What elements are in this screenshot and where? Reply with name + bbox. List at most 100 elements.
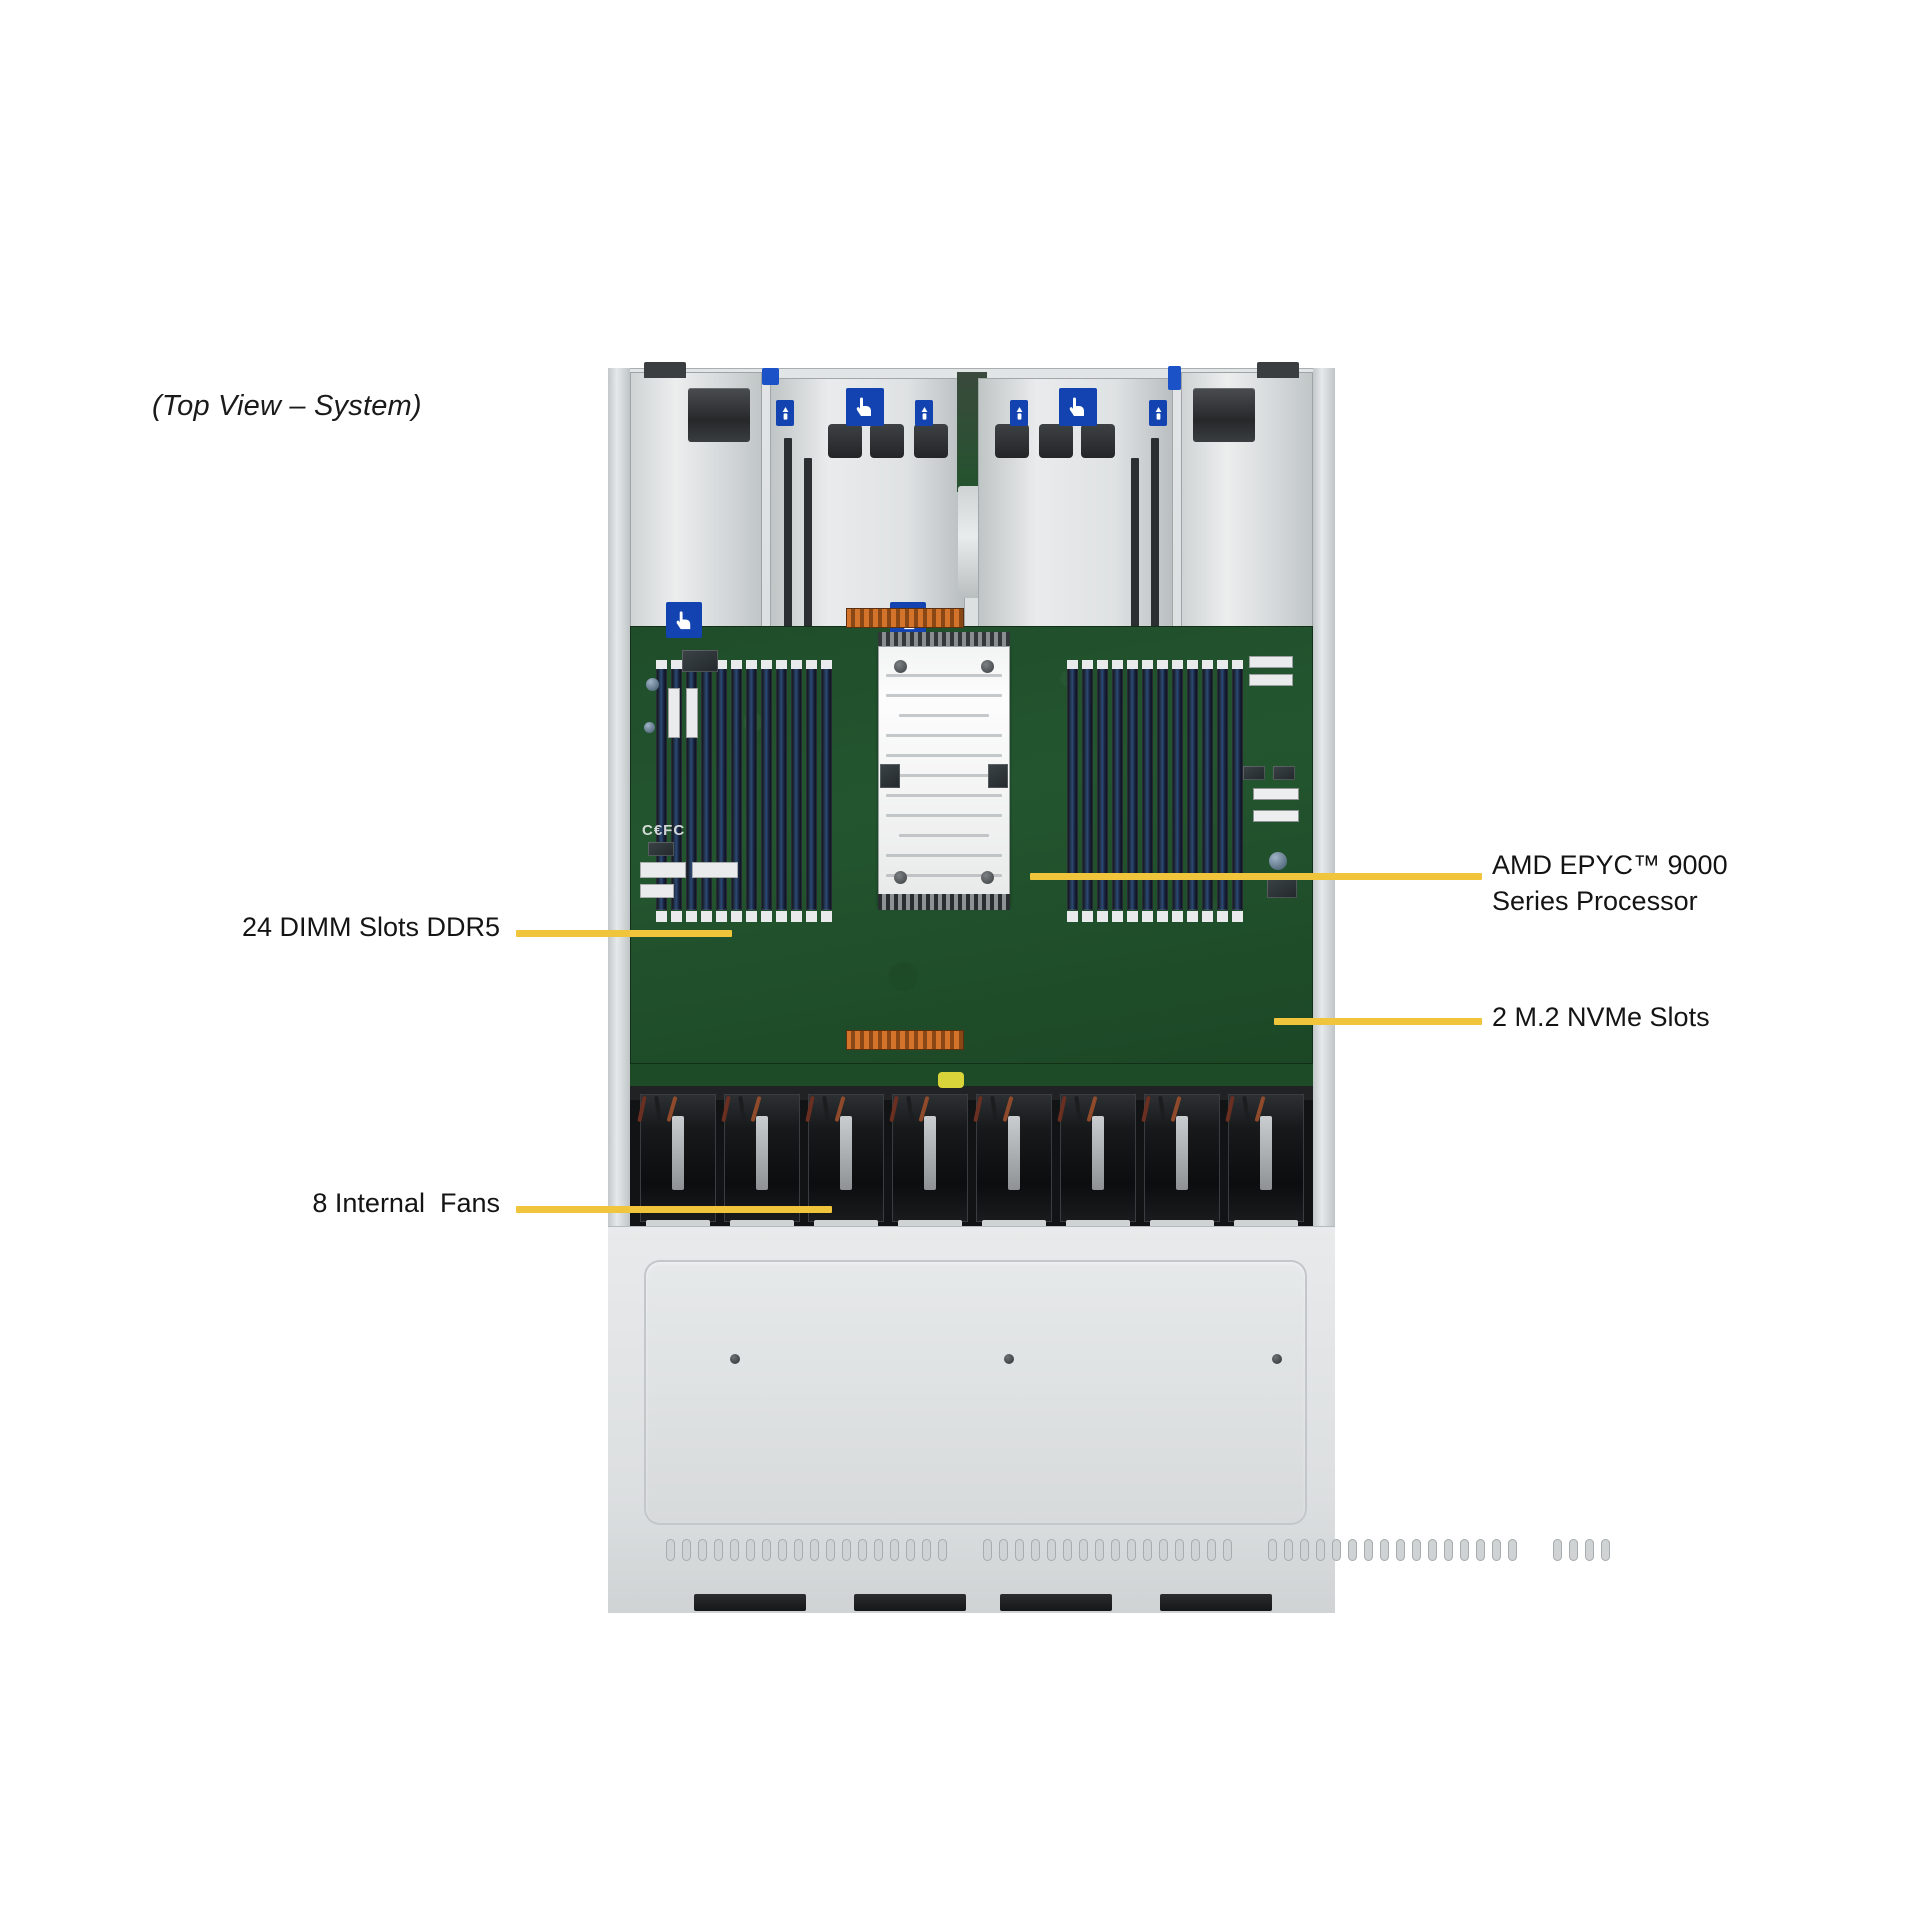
motherboard: C€FC (630, 602, 1313, 1064)
dimm-slot (731, 660, 742, 922)
vent-slot (1585, 1539, 1594, 1561)
hand-touch-icon (921, 406, 927, 420)
blue-touchpoint-tab[interactable] (915, 400, 933, 426)
dimm-slot (1097, 660, 1108, 922)
vent-slot (1316, 1539, 1325, 1561)
cpu-heatsink (878, 632, 1010, 910)
dimm-slot (791, 660, 802, 922)
dimm-slot (656, 660, 667, 922)
vent-slot (810, 1539, 819, 1561)
hand-touch-icon (1016, 406, 1022, 420)
internal-fan (805, 1094, 884, 1232)
fan-cable-harness (1141, 1094, 1220, 1124)
dimm-slot (1172, 660, 1183, 922)
dimm-slot (746, 660, 757, 922)
heatsink-clip (880, 764, 900, 788)
vent-slot (666, 1539, 675, 1561)
vent-slot (1284, 1539, 1293, 1561)
dimm-slot (1187, 660, 1198, 922)
vent-slot (906, 1539, 915, 1561)
dimm-slot (1127, 660, 1138, 922)
callout-cpu-line1: AMD EPYC™ 9000 (1492, 850, 1728, 880)
vent-slot (1127, 1539, 1136, 1561)
rear-io-zone (630, 362, 1313, 668)
vent-slot (1428, 1539, 1437, 1561)
vent-slot (698, 1539, 707, 1561)
board-header (686, 688, 698, 738)
board-chip (1243, 766, 1265, 780)
drive-bay-handle[interactable] (694, 1594, 806, 1611)
vent-slot (1460, 1539, 1469, 1561)
vent-slot (983, 1539, 992, 1561)
callout-label-dimm: 24 DIMM Slots DDR5 (241, 912, 500, 942)
board-chip (682, 650, 718, 672)
fan-cable-harness (721, 1094, 800, 1124)
fan-cable-harness (1057, 1094, 1136, 1124)
board-header (1249, 674, 1293, 686)
hand-touch-icon (1155, 406, 1161, 420)
heatsink-fin-edge (878, 632, 1010, 646)
vent-slot (1063, 1539, 1072, 1561)
internal-fan (1141, 1094, 1220, 1232)
heatsink-screw (894, 871, 907, 884)
m2-nvme-slot-1 (1253, 788, 1299, 800)
board-header (668, 688, 680, 738)
blue-touchpoint-tab[interactable] (776, 400, 794, 426)
vent-slot (1223, 1539, 1232, 1561)
blue-touchpoint-tab[interactable] (846, 388, 884, 426)
vent-slot (1396, 1539, 1405, 1561)
io-port (914, 424, 948, 458)
board-capacitor (1269, 852, 1287, 870)
vent-slot (794, 1539, 803, 1561)
drive-bay-handle[interactable] (1000, 1594, 1112, 1611)
blue-indicator-chip (762, 368, 779, 385)
vent-slot (858, 1539, 867, 1561)
drive-bay-handle[interactable] (1160, 1594, 1272, 1611)
vent-slot (778, 1539, 787, 1561)
vent-slot (682, 1539, 691, 1561)
page-title: (Top View – System) (152, 390, 422, 422)
board-header (1249, 656, 1293, 668)
dimm-slot (761, 660, 772, 922)
drive-bay-handle[interactable] (854, 1594, 966, 1611)
dimm-slot (1112, 660, 1123, 922)
blue-touchpoint-tab[interactable] (1059, 388, 1097, 426)
blue-touchpoint-tab[interactable] (1010, 400, 1028, 426)
dimm-slot (1082, 660, 1093, 922)
vent-slot (1412, 1539, 1421, 1561)
dimm-slot (1232, 660, 1243, 922)
dimm-slot (1067, 660, 1078, 922)
heatsink-clip (988, 764, 1008, 788)
pcie-riser-cage-2 (978, 366, 1181, 666)
vent-slot (999, 1539, 1008, 1561)
internal-fan (889, 1094, 968, 1232)
fan-cable-harness (805, 1094, 884, 1124)
blue-touchpoint-tab[interactable] (666, 602, 702, 638)
vent-slot (1569, 1539, 1578, 1561)
psu-tab (1257, 362, 1299, 378)
leader-line-cpu (1030, 873, 1482, 880)
m2-nvme-slot-2 (1253, 810, 1299, 822)
fan-wall (630, 1064, 1313, 1232)
vent-gap (1524, 1539, 1546, 1561)
ventilation-slots (666, 1539, 1610, 1561)
blue-touchpoint-tab[interactable] (1149, 400, 1167, 426)
vent-slot (1047, 1539, 1056, 1561)
board-capacitor (646, 678, 659, 691)
vent-slot (938, 1539, 947, 1561)
vent-slot (1015, 1539, 1024, 1561)
vent-slot (842, 1539, 851, 1561)
vent-slot (1111, 1539, 1120, 1561)
fan-cable-harness (973, 1094, 1052, 1124)
server-chassis-topview: C€FC (608, 362, 1610, 1613)
vent-slot (1553, 1539, 1562, 1561)
power-connector-row (846, 608, 964, 628)
internal-fan (973, 1094, 1052, 1232)
riser-slot (784, 438, 792, 638)
io-port (995, 424, 1029, 458)
riser-slot (1151, 438, 1159, 638)
vent-slot (1492, 1539, 1501, 1561)
board-capacitor (644, 722, 655, 733)
vent-slot (746, 1539, 755, 1561)
